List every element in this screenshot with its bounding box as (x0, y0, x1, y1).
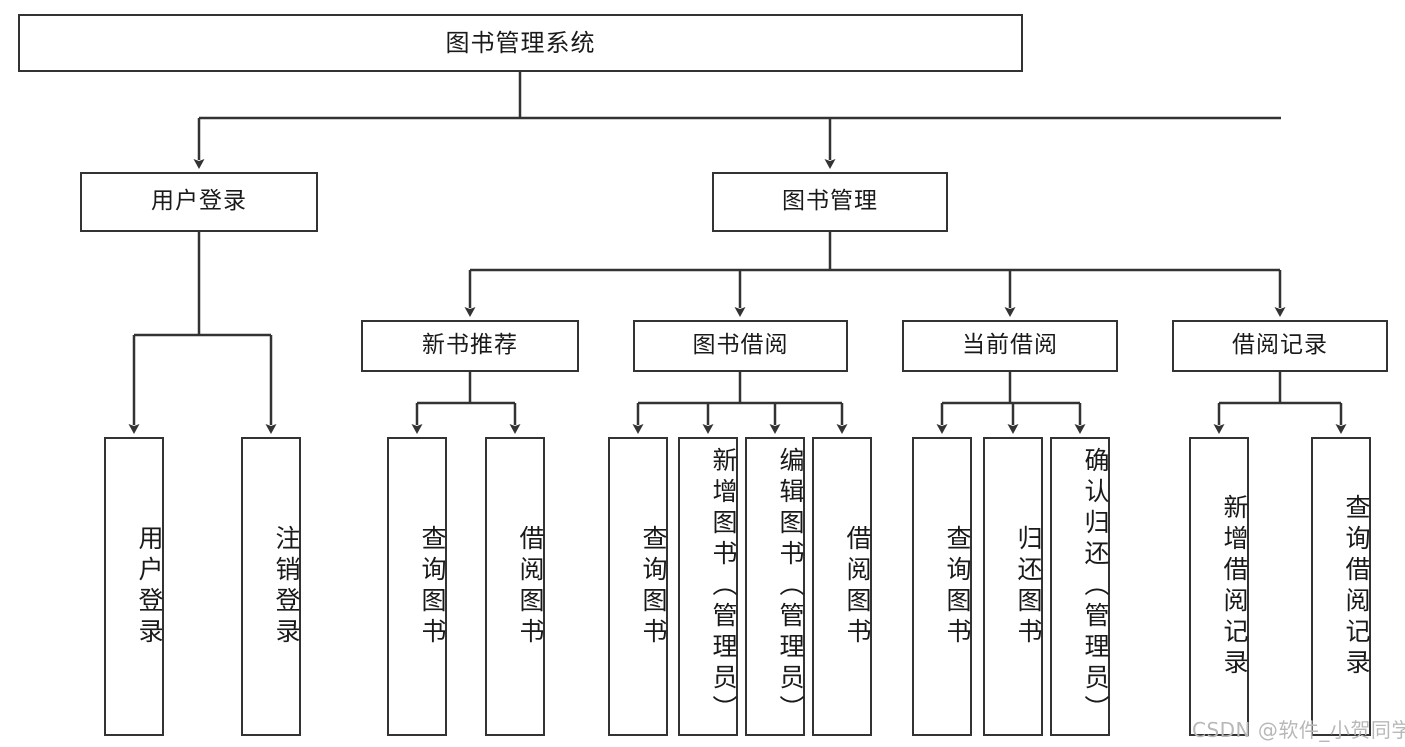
leaf-query-book-borrow[interactable]: 查询图书 (608, 437, 668, 736)
leaf-query-book-recommend[interactable]: 查询图书 (387, 437, 447, 736)
node-book-manage[interactable]: 图书管理 (712, 172, 948, 232)
leaf-add-book-admin[interactable]: 新增图书（管理员） (678, 437, 738, 736)
leaf-confirm-return-admin[interactable]: 确认归还（管理员） (1050, 437, 1110, 736)
node-borrow-record[interactable]: 借阅记录 (1172, 320, 1388, 372)
leaf-edit-book-admin[interactable]: 编辑图书（管理员） (745, 437, 805, 736)
node-new-book-recommend[interactable]: 新书推荐 (361, 320, 579, 372)
leaf-query-borrow-record[interactable]: 查询借阅记录 (1311, 437, 1371, 736)
leaf-return-book[interactable]: 归还图书 (983, 437, 1043, 736)
node-root[interactable]: 图书管理系统 (18, 14, 1023, 72)
leaf-add-borrow-record[interactable]: 新增借阅记录 (1189, 437, 1249, 736)
leaf-user-login[interactable]: 用户登录 (104, 437, 164, 736)
leaf-logout[interactable]: 注销登录 (241, 437, 301, 736)
node-user-login[interactable]: 用户登录 (80, 172, 318, 232)
watermark: CSDN @软件_小贺同学 (1192, 718, 1405, 742)
leaf-query-book-current[interactable]: 查询图书 (912, 437, 972, 736)
leaf-borrow-book-recommend[interactable]: 借阅图书 (485, 437, 545, 736)
leaf-borrow-book[interactable]: 借阅图书 (812, 437, 872, 736)
node-current-borrow[interactable]: 当前借阅 (902, 320, 1118, 372)
node-book-borrow[interactable]: 图书借阅 (633, 320, 848, 372)
